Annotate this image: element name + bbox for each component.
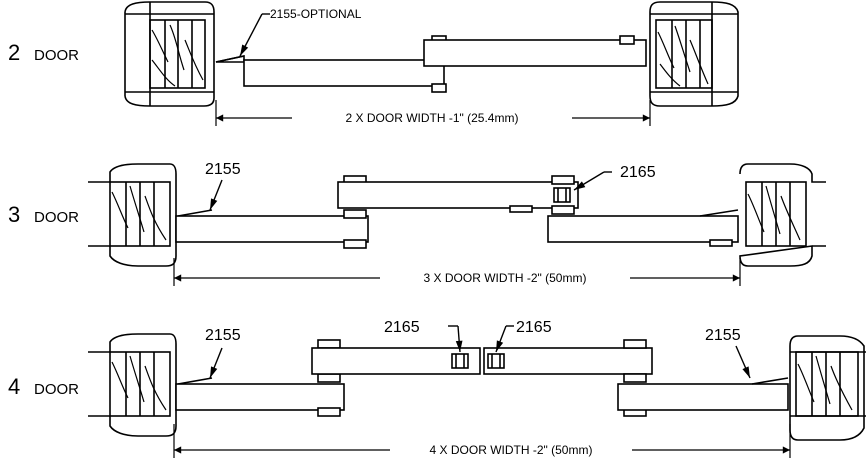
dimension-line: 2 X DOOR WIDTH -1" (25.4mm)	[215, 100, 651, 126]
dimension-label: 2 X DOOR WIDTH -1" (25.4mm)	[346, 111, 519, 125]
callout-label: 2155	[705, 327, 741, 344]
row-4-door: 4 DOOR	[8, 319, 866, 458]
row-door-word: DOOR	[34, 209, 79, 226]
arm-assembly	[215, 35, 647, 93]
callout-2165-right: 2165	[495, 319, 552, 353]
dimension-line: 4 X DOOR WIDTH -2" (50mm)	[173, 424, 791, 458]
arm-assembly	[175, 175, 739, 249]
callout-label: 2165	[620, 164, 656, 181]
row-3-door: 3 DOOR	[8, 161, 826, 286]
door-frame-right	[789, 335, 866, 441]
dimension-line: 3 X DOOR WIDTH -2" (50mm)	[173, 258, 741, 286]
door-frame-right	[739, 163, 826, 267]
callout-label: 2165	[384, 319, 420, 336]
row-2-door: 2 DOOR	[8, 1, 739, 126]
callout-2165: 2165	[573, 164, 656, 191]
callout-2165-left: 2165	[384, 319, 463, 353]
dimension-label: 4 X DOOR WIDTH -2" (50mm)	[430, 443, 593, 457]
row-door-word: DOOR	[34, 47, 79, 64]
callout-label: 2155	[205, 161, 241, 178]
callout-2155-left: 2155	[205, 327, 241, 379]
door-frame-left	[88, 333, 177, 437]
callout-label: 2165	[516, 319, 552, 336]
row-number: 4	[8, 374, 20, 399]
row-door-word: DOOR	[34, 381, 79, 398]
door-frame-right	[649, 1, 739, 107]
callout-label: 2155-OPTIONAL	[270, 7, 362, 21]
arm-assembly	[175, 339, 789, 417]
door-frame-left	[124, 1, 215, 107]
row-number: 3	[8, 202, 20, 227]
callout-2155: 2155	[205, 161, 241, 211]
door-frame-left	[88, 163, 177, 267]
callout-2155-right: 2155	[705, 327, 751, 379]
callout-label: 2155	[205, 327, 241, 344]
callout-2155-optional: 2155-OPTIONAL	[239, 7, 362, 57]
row-number: 2	[8, 40, 20, 65]
dimension-label: 3 X DOOR WIDTH -2" (50mm)	[424, 271, 587, 285]
